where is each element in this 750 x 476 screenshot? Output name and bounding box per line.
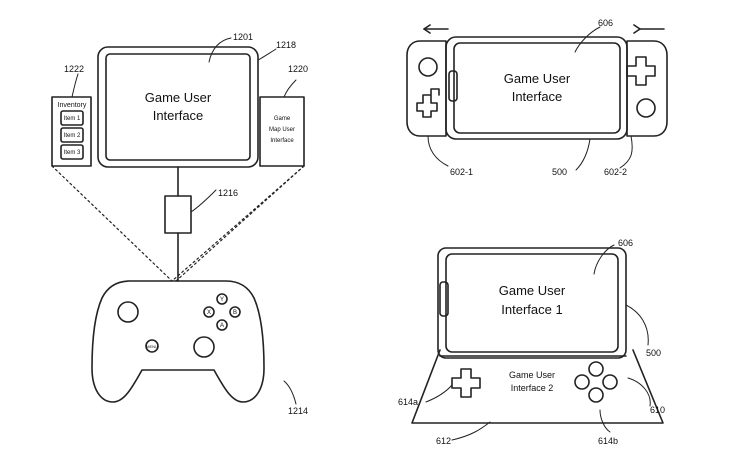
b-label: B — [233, 310, 237, 316]
handheld-device-bottom — [437, 247, 627, 359]
br-screen-title-2: Interface 1 — [501, 302, 562, 317]
inventory-item-3: Item 3 — [64, 150, 81, 156]
ref-1222: 1222 — [64, 64, 84, 74]
view-cone-lines — [51, 165, 305, 282]
ref-606-bottom: 606 — [618, 238, 633, 248]
inventory-item-1: Item 1 — [64, 116, 81, 122]
menu-label: MENU — [146, 344, 158, 349]
a-button — [216, 319, 228, 331]
ref-606-top: 606 — [598, 18, 613, 28]
tr-screen-title-1: Game User — [504, 71, 571, 86]
dock-base — [411, 349, 664, 424]
right-circle-button — [636, 98, 656, 118]
inventory-title: Inventory — [58, 102, 87, 109]
ref-1220: 1220 — [288, 64, 308, 74]
inventory-item-2: Item 2 — [64, 133, 81, 139]
b-button — [229, 306, 241, 318]
a-label: A — [220, 323, 224, 329]
ref-602-2: 602-2 — [604, 167, 627, 177]
ref-500-top: 500 — [552, 167, 567, 177]
ref-1201: 1201 — [233, 32, 253, 42]
right-stick — [193, 336, 215, 358]
map-line-2: Map User — [269, 127, 295, 133]
ref-602-1: 602-1 — [450, 167, 473, 177]
y-label: Y — [220, 297, 224, 303]
map-panel — [259, 96, 305, 167]
tl-screen-title-2: Interface — [153, 108, 204, 123]
ref-614a: 614a — [398, 397, 418, 407]
ref-612: 612 — [436, 436, 451, 446]
map-line-3: Interface — [270, 138, 294, 144]
ref-1218: 1218 — [276, 40, 296, 50]
ref-610: 610 — [650, 405, 665, 415]
gamepad-body — [91, 280, 265, 403]
br-base-title-1: Game User — [509, 370, 555, 380]
tr-screen-title-2: Interface — [512, 89, 563, 104]
ref-614b: 614b — [598, 436, 618, 446]
ref-1214: 1214 — [288, 406, 308, 416]
map-line-1: Game — [274, 116, 291, 122]
leaders-top-right — [427, 26, 633, 171]
br-screen-title-1: Game User — [499, 283, 566, 298]
display-1218 — [97, 46, 259, 168]
left-stick — [117, 301, 139, 323]
x-button — [203, 306, 215, 318]
br-base-title-2: Interface 2 — [511, 383, 554, 393]
x-label: X — [207, 310, 211, 316]
handheld-device-top — [406, 24, 668, 140]
connector-1216 — [164, 166, 192, 282]
leaders-top-left — [71, 37, 297, 405]
leaders-bottom-right — [425, 244, 651, 441]
left-dpad — [416, 88, 440, 118]
y-button — [216, 293, 228, 305]
ref-500-bottom: 500 — [646, 348, 661, 358]
tl-screen-title-1: Game User — [145, 90, 212, 105]
left-circle-button — [418, 57, 438, 77]
menu-button — [145, 339, 159, 353]
base-dpad — [451, 368, 481, 398]
right-dpad — [626, 56, 656, 86]
ref-1216: 1216 — [218, 188, 238, 198]
